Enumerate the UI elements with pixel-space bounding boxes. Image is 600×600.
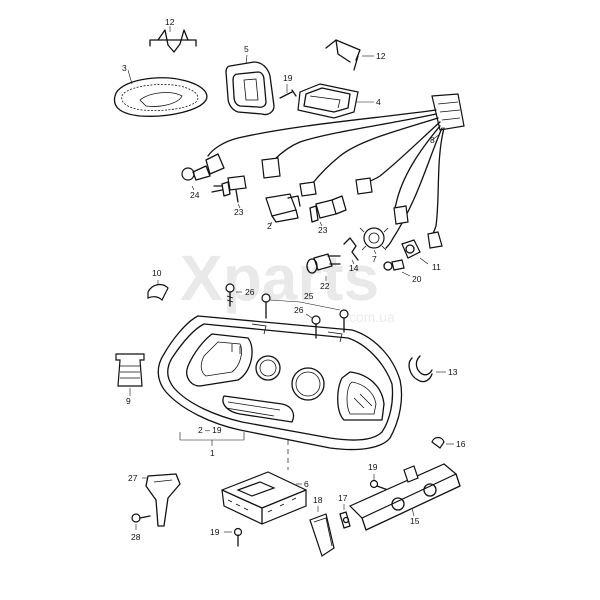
callout-23-left: 23 <box>234 207 244 217</box>
watermark-brand: Xparts <box>180 242 379 314</box>
part-clip-10 <box>147 280 169 302</box>
watermark-domain: .com.ua <box>345 309 395 325</box>
callout-25: 25 <box>304 291 314 301</box>
part-bulb-23-right <box>309 195 347 227</box>
callout-5: 5 <box>244 44 249 54</box>
part-hose-13 <box>408 355 446 383</box>
callout-18: 18 <box>313 495 323 505</box>
callout-28: 28 <box>131 532 141 542</box>
callout-1: 1 <box>210 448 215 458</box>
part-seal-3 <box>113 69 208 117</box>
callout-12-left: 12 <box>165 17 175 27</box>
callout-9: 9 <box>126 396 131 406</box>
part-bulb-20 <box>383 259 411 277</box>
callout-22: 22 <box>320 281 330 291</box>
part-screw-19-bottom <box>224 527 243 547</box>
callout-11: 11 <box>432 262 441 272</box>
callout-19-top: 19 <box>283 73 293 83</box>
part-cover-18 <box>309 506 335 557</box>
part-clip-12-right <box>325 39 374 71</box>
callout-7: 7 <box>372 254 377 264</box>
part-holder-2 <box>265 193 301 227</box>
part-clip-17 <box>339 504 351 529</box>
part-screw-19-top <box>279 84 297 99</box>
part-spring-14 <box>343 237 359 265</box>
part-bulb-23-left <box>211 175 247 209</box>
part-screws-25 <box>261 293 349 333</box>
callout-10: 10 <box>152 268 162 278</box>
callout-20: 20 <box>412 274 422 284</box>
callout-16: 16 <box>456 439 466 449</box>
callout-8: 8 <box>430 135 435 145</box>
callout-2: 2 <box>267 221 272 231</box>
part-cover-5 <box>225 54 275 116</box>
callout-6: 6 <box>304 479 309 489</box>
callout-26-mid: 26 <box>294 305 304 315</box>
callout-19-right: 19 <box>368 462 378 472</box>
part-bulb-24 <box>181 153 225 191</box>
callout-19-bottom: 19 <box>210 527 220 537</box>
part-screw-28 <box>131 513 151 530</box>
callout-26-left: 26 <box>245 287 255 297</box>
callout-12-right: 12 <box>376 51 386 61</box>
callout-23-right: 23 <box>318 225 328 235</box>
callout-14: 14 <box>349 263 359 273</box>
callout-4: 4 <box>376 97 381 107</box>
callout-24: 24 <box>190 190 200 200</box>
part-cap-4 <box>297 83 374 119</box>
part-headlight-housing <box>157 315 403 451</box>
part-socket-7 <box>359 227 389 255</box>
harness-connectors <box>261 157 443 249</box>
callout-13: 13 <box>448 367 458 377</box>
part-bulb-22 <box>306 253 341 281</box>
callout-27: 27 <box>128 473 138 483</box>
part-clip-16 <box>431 436 454 449</box>
bracket-range <box>179 432 245 446</box>
part-grommet-9 <box>115 353 145 396</box>
part-control-unit-6 <box>221 471 307 525</box>
part-socket-11 <box>401 239 429 265</box>
part-rail-15 <box>348 463 461 531</box>
callout-3: 3 <box>122 63 127 73</box>
callout-range-2-19: 2 – 19 <box>198 425 222 435</box>
part-screw-26-left <box>225 283 242 307</box>
part-bracket-27 <box>142 473 181 527</box>
callout-17: 17 <box>338 493 348 503</box>
part-clip-12-left <box>149 26 197 53</box>
part-screw-19-right <box>369 474 389 491</box>
callout-15: 15 <box>410 516 420 526</box>
